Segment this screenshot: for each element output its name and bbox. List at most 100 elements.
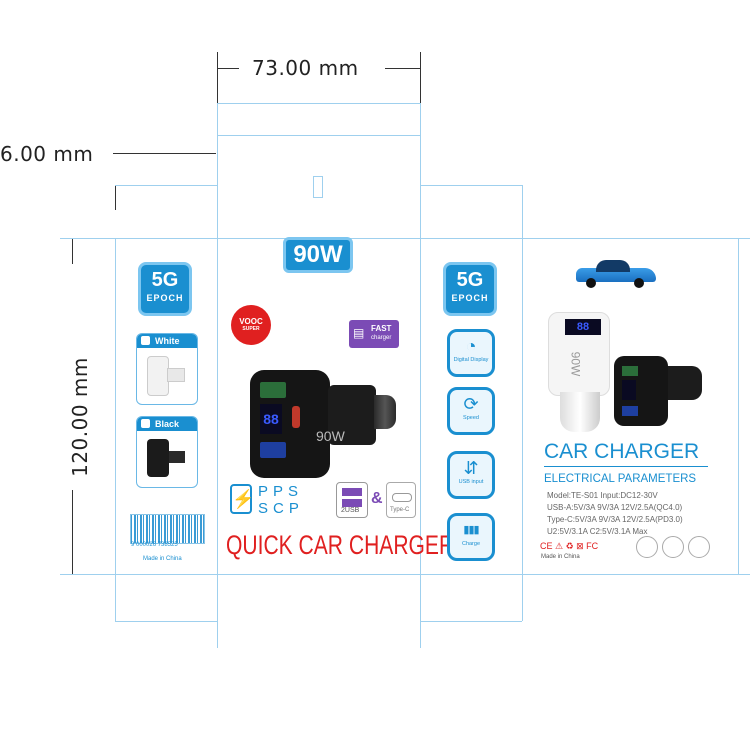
usb-port-label: 2USB <box>341 507 360 514</box>
top-flap-fold <box>217 135 420 136</box>
fast-charger-icon: ▤ <box>353 326 365 340</box>
ampersand: & <box>371 490 383 507</box>
typec-port-label: Type-C <box>390 507 410 513</box>
height-dimension-label: 120.00 mm <box>67 357 92 477</box>
feature-usb-input: ⇵ USB input <box>447 451 495 499</box>
height-arrow-top <box>72 238 73 264</box>
feature-digital-display: ◔ Digital Display <box>447 329 495 377</box>
white-charger-text: 90W <box>568 351 583 377</box>
brand-logo-left: 5G EPOCH <box>138 262 192 316</box>
spec-line: Type-C:5V/3A 9V/3A 12V/2.5A(PD3.0) <box>547 515 683 524</box>
front-charger-typec-port <box>292 406 300 428</box>
black-variant-swatch: Black <box>136 416 198 488</box>
front-charger-body: 88 <box>250 370 330 478</box>
depth-dimension-label: 6.00 mm <box>0 142 94 166</box>
white-charger-thumb <box>147 356 169 396</box>
power-icon <box>662 536 684 558</box>
usb-port-icon: 2USB <box>336 482 368 518</box>
refresh-icon: ⟳ <box>463 394 479 414</box>
feature-label: Speed <box>463 415 479 421</box>
brand-logo-right-text: 5G <box>456 269 484 291</box>
width-marker-left <box>217 52 218 112</box>
spec-line: U2:5V/3.1A C2:5V/3.1A Max <box>547 527 648 536</box>
battery-icon: ▮▮▮ <box>463 524 479 536</box>
right-panel-edge <box>522 238 523 621</box>
top-fold-line <box>60 238 750 239</box>
brand-logo-text: 5G <box>151 269 179 291</box>
depth-arrow <box>113 153 216 154</box>
feature-charge: ▮▮▮ Charge <box>447 513 495 561</box>
front-charger-plug <box>374 395 396 429</box>
spec-line: USB-A:5V/3A 9V/3A 12V/2.5A(QC4.0) <box>547 503 683 512</box>
vooc-badge-subtext: SUPER <box>242 326 260 332</box>
front-charger-neck <box>328 385 376 445</box>
gear-icon <box>688 536 710 558</box>
feature-label: USB input <box>458 479 484 485</box>
right-dust-flap-side2 <box>522 185 523 238</box>
feature-label: Digital Display <box>453 357 489 363</box>
vooc-badge-text: VOOC <box>239 317 263 326</box>
fast-charger-text: FAST <box>371 324 392 333</box>
fast-charger-subtext: charger <box>371 335 392 341</box>
fast-charger-badge: ▤ FAST charger <box>349 320 399 348</box>
back-black-usb-port-bottom <box>622 406 638 416</box>
lightning-icon: ⚡ <box>230 484 254 514</box>
scp-label: SCP <box>258 500 304 517</box>
front-charger-usb-port-top <box>260 382 286 398</box>
brand-logo-subtext: EPOCH <box>146 293 184 303</box>
back-subtitle: ELECTRICAL PARAMETERS <box>544 473 697 485</box>
back-black-charger-body <box>614 356 668 426</box>
depth-marker-bottom <box>115 185 116 210</box>
brand-logo-right-subtext: EPOCH <box>451 293 489 303</box>
white-charger-display: 88 <box>565 319 601 335</box>
car-image <box>576 260 656 288</box>
brand-logo-right: 5G EPOCH <box>443 262 497 316</box>
pps-label: PPS <box>258 483 304 500</box>
back-black-usb-port-top <box>622 366 638 376</box>
usb-port-icon-slot2 <box>342 499 362 507</box>
width-arrow-left <box>217 68 239 69</box>
typec-port-icon: Type-C <box>386 482 416 518</box>
barcode-number: 9 000026 738525 <box>131 542 178 548</box>
back-title: CAR CHARGER <box>544 440 700 463</box>
car-wheel-front <box>586 278 596 288</box>
feature-speed: ⟳ Speed <box>447 387 495 435</box>
back-white-charger-body: 88 90W <box>548 312 610 396</box>
smart-chip-icon <box>636 536 658 558</box>
height-arrow-bottom <box>72 490 73 574</box>
front-charger-text: 90W <box>316 428 345 444</box>
front-charger-display: 88 <box>260 404 282 434</box>
typec-port-icon-slot <box>392 493 412 502</box>
back-title-underline <box>544 466 708 467</box>
product-title: QUICK CAR CHARGER <box>226 530 455 560</box>
white-charger-plug-thumb <box>167 368 185 382</box>
vooc-badge: VOOC SUPER <box>231 305 271 345</box>
spec-line: Model:TE-S01 Input:DC12-30V <box>547 491 658 500</box>
white-variant-label: White <box>137 334 197 348</box>
right-dust-flap <box>420 185 522 186</box>
usb-icon: ⇵ <box>463 458 479 478</box>
bottom-fold-line <box>60 574 750 575</box>
black-variant-label: Black <box>137 417 197 431</box>
barcode-graphic <box>130 514 205 544</box>
width-arrow-right <box>385 68 420 69</box>
back-white-charger-plug <box>560 392 600 432</box>
car-wheel-rear <box>634 278 644 288</box>
black-charger-thumb <box>147 439 169 477</box>
back-panel-edge <box>738 238 739 574</box>
back-black-display <box>622 380 636 400</box>
thumb-notch <box>313 176 323 198</box>
white-variant-swatch: White <box>136 333 198 405</box>
certification-marks: CE ⚠ ♻ ⊠ FC <box>540 541 599 551</box>
left-made-in-china: Made in China <box>143 556 182 562</box>
back-made-in-china: Made in China <box>541 554 580 560</box>
bottom-left-flap <box>115 621 217 622</box>
power-rating-badge: 90W <box>283 237 353 273</box>
width-dimension-label: 73.00 mm <box>252 56 359 80</box>
fold-line-1 <box>217 103 218 648</box>
width-marker-right <box>420 52 421 112</box>
feature-label: Charge <box>461 541 481 547</box>
car-roof <box>596 260 630 272</box>
back-black-charger-plug <box>668 366 702 400</box>
black-charger-plug-thumb <box>169 451 185 463</box>
